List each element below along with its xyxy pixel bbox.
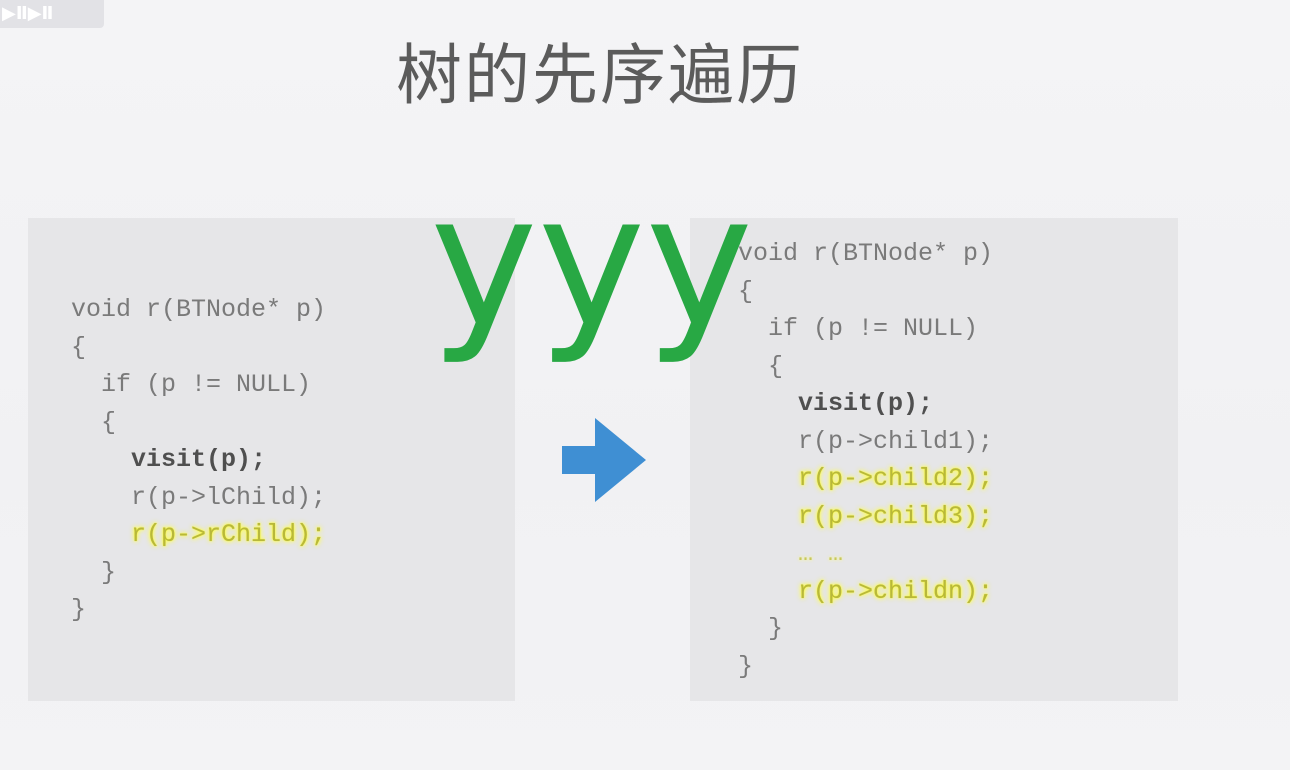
left-code-block: void r(BTNode* p) { if (p != NULL) { vis… — [71, 291, 326, 629]
code-line: if (p != NULL) — [71, 370, 312, 399]
code-line-highlighted: r(p->rChild); — [71, 520, 327, 549]
code-line: void r(BTNode* p) — [738, 239, 994, 268]
code-line: } — [738, 651, 754, 681]
code-line: if (p != NULL) — [738, 314, 979, 343]
code-line: } — [71, 557, 117, 587]
slide-title: 树的先序遍历 — [396, 37, 804, 114]
code-line: r(p->child1); — [738, 426, 994, 456]
right-code-panel: void r(BTNode* p) { if (p != NULL) { vis… — [690, 218, 1178, 701]
overlay-text: yyy — [430, 155, 754, 367]
code-line: { — [71, 407, 117, 437]
code-line: } — [71, 595, 87, 624]
code-line: { — [738, 351, 784, 381]
code-line-highlighted: r(p->childn); — [738, 576, 994, 606]
left-code-panel: void r(BTNode* p) { if (p != NULL) { vis… — [28, 218, 515, 701]
code-line-visit: visit(p); — [738, 389, 934, 418]
right-arrow-icon — [562, 418, 646, 502]
code-line-highlighted: r(p->child2); — [738, 464, 994, 493]
code-line-highlighted: r(p->child3); — [738, 501, 994, 531]
corner-logo-text: ▶Ⅱ▶Ⅱ — [2, 3, 54, 24]
code-line: r(p->lChild); — [71, 482, 327, 512]
code-line: { — [738, 276, 754, 306]
code-line-ellipsis: … … — [738, 539, 844, 568]
code-line: void r(BTNode* p) — [71, 295, 327, 324]
code-line: } — [738, 614, 784, 643]
code-line: { — [71, 332, 87, 362]
right-arrow-shape — [562, 418, 646, 502]
right-code-block: void r(BTNode* p) { if (p != NULL) { vis… — [738, 235, 993, 685]
code-line-visit: visit(p); — [71, 445, 267, 474]
corner-logo: ▶Ⅱ▶Ⅱ — [0, 0, 104, 28]
